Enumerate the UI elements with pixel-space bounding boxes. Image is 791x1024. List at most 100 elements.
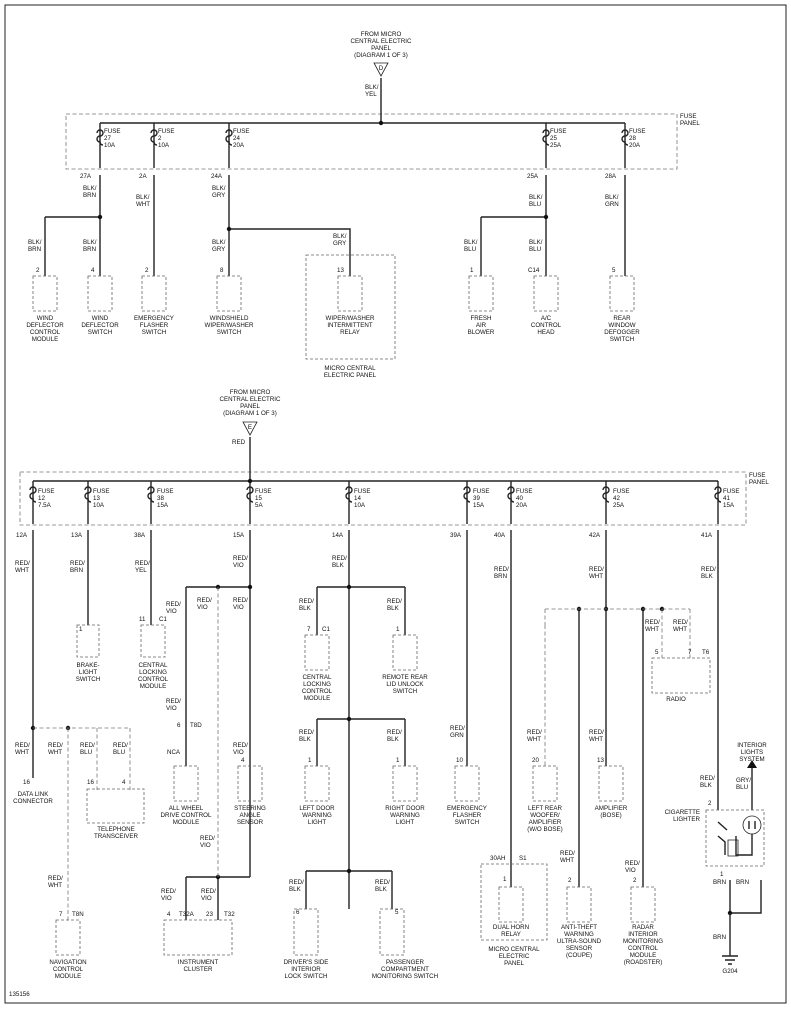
wire-label: VIO [201, 895, 212, 902]
wire-label: BLK/ [212, 185, 226, 192]
wire-label: VIO [200, 842, 211, 849]
component-label: (COUPE) [566, 952, 592, 959]
top-wiring [44, 78, 626, 276]
wire-label: BLK [701, 573, 714, 580]
component-label: SWITCH [393, 688, 417, 695]
wire-label: VIO [625, 867, 636, 874]
wire-label: RED/ [48, 875, 63, 882]
component-label: MODULE [32, 336, 58, 343]
component: 2 RADAR INTERIOR MONITORING CONTROL MODU… [623, 877, 663, 966]
component-label: AMPLIFIER [529, 819, 562, 826]
connector-label: T6 [702, 649, 710, 656]
pin-label: 1 [396, 626, 400, 633]
wire-label: BRN [713, 879, 726, 886]
wire-label: GRY/ [736, 777, 751, 784]
component: 1 RIGHT DOOR WARNING LIGHT [385, 757, 425, 826]
fuse: FUSE 12 7.5A 12A [16, 486, 55, 539]
fuse-label: FUSE [104, 128, 121, 135]
component-label: ANGLE [240, 812, 261, 819]
fuse-label: FUSE [93, 488, 110, 495]
component: 4 WIND DEFLECTOR SWITCH [81, 267, 119, 336]
wire-label: BLU [113, 749, 125, 756]
wire-label: VIO [197, 604, 208, 611]
fuse: FUSE 2 10A 2A [139, 128, 175, 180]
fuse-panel-label: PANEL [680, 120, 700, 127]
component: 30AH S1 1 DUAL HORN RELAY MICRO CENTRAL … [480, 855, 548, 967]
component-label: CONTROL [30, 329, 61, 336]
arrow-up-icon [747, 760, 757, 768]
fuse: FUSE 42 25A 42A [589, 486, 630, 539]
wire-label: BRN [713, 934, 726, 941]
wire-label: WHT [527, 736, 541, 743]
wire-label: BLK/ [83, 185, 97, 192]
component-label: SWITCH [142, 329, 166, 336]
wire-label: BRN [83, 246, 96, 253]
pin-label: 1 [720, 871, 724, 878]
interior-lights-label: LIGHTS [741, 749, 763, 756]
fuse-label: FUSE [629, 128, 646, 135]
component: 1 FRESH AIR BLOWER [468, 267, 495, 336]
component-label: MODULE [173, 819, 199, 826]
component-label: RIGHT DOOR [385, 805, 425, 812]
wire-label: RED/ [161, 888, 176, 895]
interior-lights: INTERIOR LIGHTS SYSTEM [737, 742, 767, 768]
bottom-fuses: FUSE 12 7.5A 12A FUSE 13 10A 13A FUSE 38… [16, 486, 740, 539]
pin-label: 6 [177, 722, 181, 729]
pin-label: 2 [36, 267, 40, 274]
fuse-label: 28 [629, 135, 636, 142]
component-label: FLASHER [453, 812, 482, 819]
pin-label: 13 [337, 267, 344, 274]
fuse-label: FUSE [550, 128, 567, 135]
wire-label: RED/ [233, 597, 248, 604]
fuse-label: 15A [473, 502, 485, 509]
wire-label: BLK/ [83, 239, 97, 246]
top-wire-labels: BLK/ BRN BLK/ WHT BLK/ GRY BLK/ BLU BLK/… [28, 185, 619, 253]
fuse: FUSE 13 10A 13A [71, 486, 110, 539]
component-label: MODULE [55, 973, 81, 980]
wire-label: BLK [700, 782, 713, 789]
circuit-label: 41A [701, 532, 713, 539]
fuse-label: FUSE [158, 128, 175, 135]
component: NCA 6 T8D ALL WHEEL DRIVE CONTROL MODULE [161, 722, 212, 826]
pin-label: 5 [395, 909, 399, 916]
fuse-label: 10A [354, 502, 366, 509]
component-label: INTERIOR [628, 931, 658, 938]
component-label: RADIO [666, 696, 686, 703]
fuse-label: 5A [255, 502, 263, 509]
wire-label: RED/ [494, 566, 509, 573]
wire-label: RED/ [15, 560, 30, 567]
wire-label: BLK/ [136, 194, 150, 201]
pin-label: 2 [568, 877, 572, 884]
fuse-label: 7.5A [38, 502, 52, 509]
fuse: FUSE 14 10A 14A [332, 486, 371, 539]
wire-label: BLK/ [605, 194, 619, 201]
fuse-label: 15A [157, 502, 169, 509]
wire-label: RED/ [299, 729, 314, 736]
wire-label: RED/ [589, 566, 604, 573]
component-label: LIGHTER [673, 816, 700, 823]
wire-label: BLU [529, 246, 541, 253]
fuse-label: 10A [93, 502, 105, 509]
pin-label: 11 [139, 616, 146, 623]
component: 13 AMPLIFIER (BOSE) [595, 757, 628, 819]
connector-label: S1 [519, 855, 527, 862]
fuse-label: 27 [104, 135, 111, 142]
wire-label: WHT [645, 626, 659, 633]
bottom-source: FROM MICRO CENTRAL ELECTRIC PANEL (DIAGR… [220, 389, 281, 446]
circuit-label: 40A [494, 532, 506, 539]
wire-label: BLK/ [333, 233, 347, 240]
micro-central-panel-box [305, 254, 396, 360]
component: 1 BRAKE- LIGHT SWITCH [76, 624, 100, 683]
component-label: FRESH [471, 315, 492, 322]
bottom-source-line-2: CENTRAL ELECTRIC [220, 396, 281, 403]
fuse-label: 39 [473, 495, 480, 502]
component-label: CONTROL [302, 688, 333, 695]
wire-label: BRN [28, 246, 41, 253]
connector-label: T32A [179, 911, 195, 918]
ground: G204 [722, 913, 738, 975]
fuse-label: 20A [629, 142, 641, 149]
component: 10 EMERGENCY FLASHER SWITCH [447, 757, 487, 826]
wire-label: GRY [333, 240, 346, 247]
component-label: COMPARTMENT [381, 966, 429, 973]
